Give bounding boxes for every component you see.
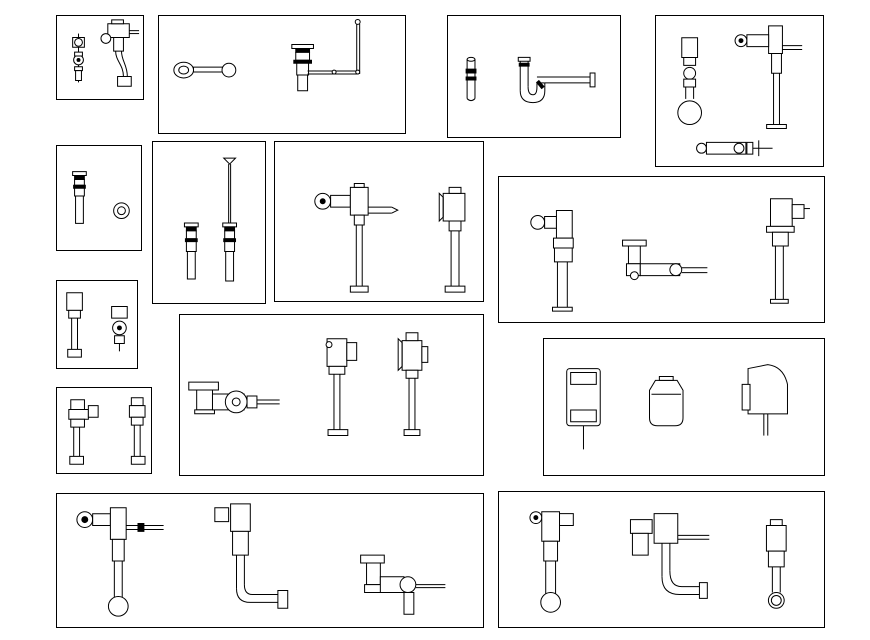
flush-valve-horizontal-bowl	[361, 555, 446, 614]
flush-valve-mini-drawing	[57, 388, 151, 473]
flush-valve-horizontal	[623, 240, 708, 279]
panel-p-trap	[447, 15, 621, 138]
flush-valve-left	[531, 211, 573, 312]
flush-valve-ball	[77, 508, 164, 616]
panel-flush-valve-bottom-left	[56, 493, 484, 628]
flush-valve-horizontal	[697, 140, 773, 156]
flush-valve-bottom-left-drawing	[57, 494, 483, 627]
panel-flush-valve-triple	[655, 15, 824, 167]
flush-valve-ball	[530, 512, 573, 613]
panel-pop-up-drain-body	[56, 145, 142, 251]
flush-valve-small-front	[112, 306, 128, 351]
drain-body	[184, 223, 198, 279]
drain-nut	[114, 203, 130, 219]
sensor-flush-drawing	[544, 339, 824, 475]
panel-flush-valve-pair	[56, 15, 144, 100]
sensor-cover	[650, 376, 684, 425]
panel-flush-valve-small	[56, 280, 138, 369]
flush-valve-right	[767, 199, 810, 304]
flush-valve-horizontal	[189, 382, 280, 414]
flush-valve-side-view	[101, 20, 139, 86]
flush-valve-row-drawing	[499, 177, 824, 322]
flush-valve-pair-drawing	[57, 16, 143, 99]
flush-valve-bottom-right-drawing	[499, 492, 824, 627]
panel-pop-up-drain	[158, 15, 406, 134]
panel-sensor-flush	[543, 338, 825, 476]
flush-valve-stand-a	[326, 339, 357, 436]
flush-valve-sphere	[678, 38, 702, 125]
panel-flush-valve-row	[498, 176, 825, 323]
flush-valve-small-drawing	[57, 281, 137, 368]
pop-up-drain-drawing	[159, 16, 405, 133]
flush-valve-group-drawing	[180, 315, 483, 475]
sensor-flush-box	[567, 369, 601, 450]
flush-valve-stand-b	[398, 333, 428, 436]
flush-valve-offset-pipe	[630, 514, 709, 599]
sensor-side-unit	[742, 365, 787, 436]
flush-valve-ring-base	[766, 520, 786, 609]
pop-up-rod-drain	[223, 158, 237, 281]
flush-valve-stand-drawing	[275, 142, 483, 301]
pop-up-drain-assembly	[292, 19, 360, 90]
flush-valve-tall	[735, 26, 802, 129]
pop-up-drain-body-drawing	[57, 146, 141, 250]
panel-flush-valve-bottom-right	[498, 491, 825, 628]
panel-drain-rod	[152, 141, 266, 304]
flush-valve-stand-side	[439, 187, 465, 292]
panel-flush-valve-group	[179, 314, 484, 476]
flush-valve-stand-front	[315, 183, 398, 292]
panel-flush-valve-stand	[274, 141, 484, 302]
p-trap-drawing	[448, 16, 620, 137]
drain-rod-drawing	[153, 142, 265, 303]
flush-valve-front-view	[73, 34, 85, 83]
flush-valve-small-side	[67, 293, 83, 357]
flush-valve-bent-pipe	[215, 504, 288, 608]
drain-stopper-lever	[174, 62, 236, 78]
pop-up-drain-body	[73, 172, 87, 224]
p-trap	[518, 57, 595, 102]
flush-valve-small-b	[129, 398, 145, 464]
flush-valve-triple-drawing	[656, 16, 823, 166]
tailpiece	[466, 57, 476, 100]
flush-valve-small-a	[69, 400, 98, 464]
panel-flush-valve-mini	[56, 387, 152, 474]
